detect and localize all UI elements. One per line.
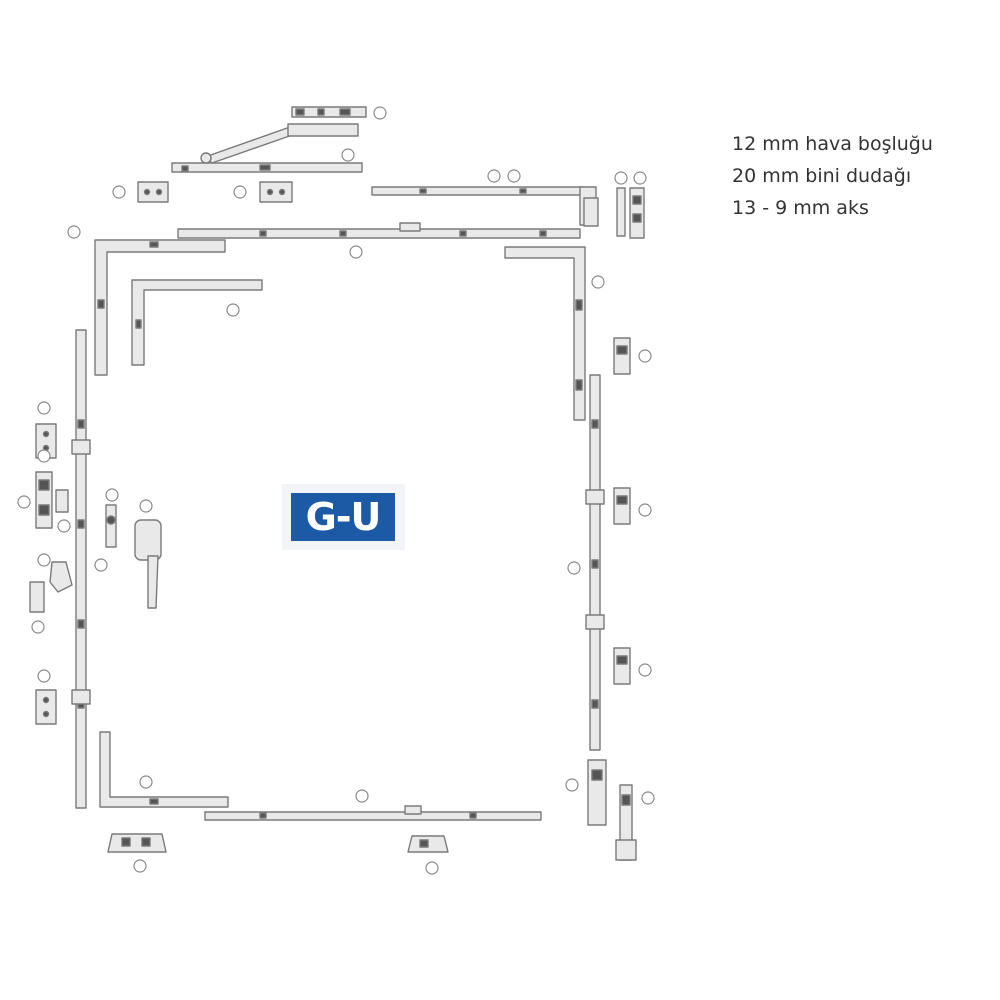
corner-drive-top-right <box>504 246 586 421</box>
stay-bearing-bottom-right <box>587 759 607 826</box>
right-keep-3 <box>613 647 631 685</box>
bottom-rail <box>204 805 542 821</box>
corner-drive-top-left <box>94 239 226 376</box>
window-handle <box>105 504 162 609</box>
corner-drive-bottom-left <box>99 731 229 808</box>
right-keep-1 <box>613 337 631 375</box>
left-hinge-plate-2 <box>35 471 69 529</box>
left-vertical-rail <box>71 329 91 809</box>
left-hinge-plate-3 <box>29 561 73 613</box>
hinge-plate-mid-top <box>259 181 293 203</box>
top-rail <box>177 222 581 239</box>
spec-airgap: 12 mm hava boşluğu <box>732 133 933 155</box>
spec-axis: 13 - 9 mm aks <box>732 197 869 219</box>
brand-logo: G-U <box>282 484 405 550</box>
brand-logo-text: G-U <box>305 495 382 539</box>
brand-logo-badge: G-U <box>291 493 395 541</box>
corner-drive-inner-top-left <box>131 279 263 366</box>
stay-arm-part <box>171 123 363 173</box>
bottom-keep-center <box>407 835 449 853</box>
corner-hinge-right-top <box>616 187 645 239</box>
callout-markers <box>17 106 655 875</box>
spec-overlap: 20 mm bini dudağı <box>732 165 912 187</box>
upper-shear-arm <box>371 186 599 227</box>
corner-hinge-bottom-right <box>615 784 637 861</box>
top-lock-plate-part <box>291 106 367 118</box>
bottom-keep-left <box>107 833 167 853</box>
hinge-plate-left-top <box>137 181 169 203</box>
spec-list: 12 mm hava boşluğu 20 mm bini dudağı 13 … <box>732 128 933 224</box>
right-keep-2 <box>613 487 631 525</box>
left-hinge-plate-4 <box>35 689 57 725</box>
right-vertical-rail <box>585 374 605 751</box>
